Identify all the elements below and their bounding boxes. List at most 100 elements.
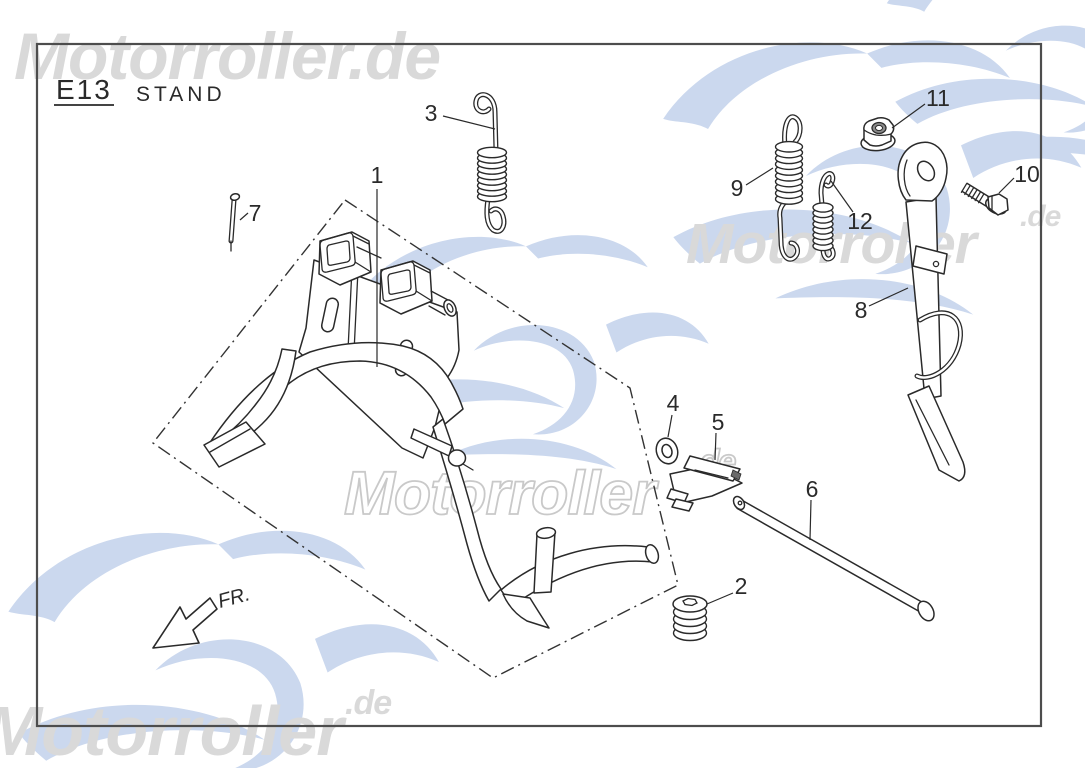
title-block: E13 STAND xyxy=(54,74,226,106)
part-10-flange-bolt xyxy=(960,182,1009,216)
front-label: FR. xyxy=(216,583,253,613)
leader-5 xyxy=(714,432,717,461)
stand-right-leg xyxy=(432,418,502,602)
rod-top-hole xyxy=(737,500,743,506)
part-label-10: 10 xyxy=(1014,161,1040,187)
part-9-spring xyxy=(774,114,804,262)
part-12-spring xyxy=(812,171,836,262)
spring12-coils xyxy=(812,202,834,252)
spring12-top-hook-w xyxy=(819,172,834,207)
phantom-outline xyxy=(151,199,679,679)
bracket-prong-2 xyxy=(671,498,694,512)
stand-socket-right xyxy=(356,246,433,315)
stand-plate-ribs xyxy=(347,267,359,353)
sidestand-tab-hole xyxy=(932,260,940,268)
rod-end-cap xyxy=(917,600,935,622)
rod-w xyxy=(737,500,923,611)
bracket-edge xyxy=(694,469,729,479)
spring12-bottom-hook-w xyxy=(821,245,835,261)
washer-hole xyxy=(661,443,673,459)
leader-12 xyxy=(830,180,854,213)
stand-post-cap xyxy=(535,526,557,540)
bracket-notch xyxy=(730,469,742,481)
stand-stub-cylinder xyxy=(428,290,457,317)
nut-facet xyxy=(863,129,892,136)
part-label-9: 9 xyxy=(731,175,744,201)
leader-9 xyxy=(745,167,774,186)
part-label-6: 6 xyxy=(806,476,819,502)
stand-crossbar-end xyxy=(644,544,660,564)
diagram-frame xyxy=(35,42,1043,728)
nut-hole-thread xyxy=(875,124,883,132)
sidestand-foot xyxy=(907,385,966,482)
sidestand-foot-edge xyxy=(915,399,950,466)
part-label-12: 12 xyxy=(847,208,873,234)
part-2-bushing xyxy=(672,595,708,642)
stand-left-foot xyxy=(203,421,266,468)
bushing-hex-hole xyxy=(682,597,698,607)
watermark-bottom-suffix: .de xyxy=(345,684,391,722)
socket-left-edges xyxy=(352,235,372,273)
spring3-bottom-hook-w xyxy=(485,197,506,233)
part-label-1: 1 xyxy=(371,162,384,188)
stand-slot-left xyxy=(320,297,340,333)
front-direction-indicator: FR. xyxy=(152,583,253,649)
leader-lines xyxy=(239,103,1015,605)
stand-right-foot xyxy=(502,593,550,629)
socket-left-rim-outer xyxy=(319,232,356,273)
stand-socket-left xyxy=(318,231,372,286)
leader-2 xyxy=(706,592,734,605)
leader-6 xyxy=(809,499,812,541)
bolt-threads xyxy=(960,183,985,204)
pivot-pin-head xyxy=(447,449,467,467)
part-label-3: 3 xyxy=(425,100,438,126)
sidestand-tab xyxy=(912,245,948,275)
stand-pivot-pin xyxy=(410,428,474,471)
part-11-flange-nut xyxy=(860,117,896,152)
leader-4 xyxy=(667,414,673,438)
pin-shaft-inner xyxy=(229,198,236,243)
diagram-title: STAND xyxy=(136,83,226,106)
socket-right-rim-outer xyxy=(380,261,417,302)
part-label-7: 7 xyxy=(249,200,262,226)
bolt-head xyxy=(987,193,1009,216)
sidestand-hook-w xyxy=(915,311,962,379)
part-1-center-stand xyxy=(203,231,660,629)
bracket-upper-plate xyxy=(683,455,741,482)
spring3-coils xyxy=(476,146,508,203)
watermark-bottom: Motorroller xyxy=(0,692,347,768)
watermark-top: Motorroller.de xyxy=(14,19,440,93)
part-label-8: 8 xyxy=(855,297,868,323)
leader-7 xyxy=(239,212,249,221)
rod-top-end xyxy=(732,495,746,511)
leader-10 xyxy=(998,177,1015,194)
socket-left-rim-inner xyxy=(326,240,351,266)
pivot-pin-tip xyxy=(462,463,474,471)
stand-post xyxy=(533,531,556,594)
part-label-2: 2 xyxy=(735,573,748,599)
part-number-labels: 1 2 3 4 5 6 7 8 9 10 11 12 xyxy=(249,85,1040,599)
stub-sides xyxy=(428,290,449,316)
part-7-pin xyxy=(228,192,241,252)
sidestand-eye-contour xyxy=(903,159,911,197)
part-label-11: 11 xyxy=(926,85,950,111)
spring9-coils xyxy=(774,140,804,205)
part-label-4: 4 xyxy=(667,390,680,416)
leader-8 xyxy=(868,287,909,307)
part-label-5: 5 xyxy=(712,409,725,435)
socket-right-rim-inner xyxy=(387,269,412,295)
part-3-spring xyxy=(473,92,508,234)
leader-3 xyxy=(442,115,496,130)
spring3-top-hook-w xyxy=(474,93,498,153)
sidestand-eye-hole xyxy=(916,160,936,182)
spring9-bottom-hook-w xyxy=(778,199,799,261)
front-arrow-icon xyxy=(152,597,218,649)
spring9-top-hook-w xyxy=(783,115,802,148)
part-5-bracket xyxy=(666,455,743,512)
stand-left-foot-edge xyxy=(209,428,251,453)
socket-left-body xyxy=(318,231,372,286)
stub-hole xyxy=(446,303,454,313)
part-6-rod xyxy=(732,495,935,622)
part-8-side-stand xyxy=(897,141,966,482)
